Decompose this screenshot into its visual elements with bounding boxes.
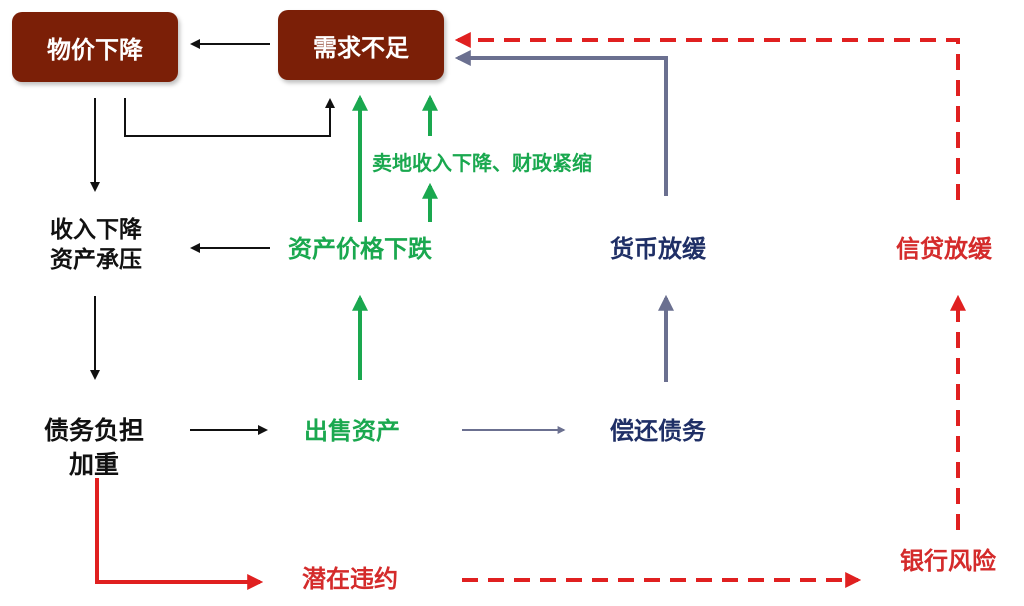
- node-land-fiscal: 卖地收入下降、财政紧缩: [372, 151, 592, 175]
- node-income-pressure: 收入下降 资产承压: [40, 215, 152, 275]
- node-income-pressure-line1: 收入下降: [50, 217, 142, 243]
- arrow-price-to-demand: [124, 98, 335, 137]
- node-bank-risk: 银行风险: [900, 547, 996, 575]
- node-credit-ease: 信贷放缓: [896, 235, 992, 263]
- node-debt-burden-line1: 债务负担: [43, 416, 144, 445]
- node-repay-debt: 偿还债务: [610, 417, 706, 445]
- arrow-monetary-to-demand: [454, 50, 668, 196]
- node-monetary-ease: 货币放缓: [610, 235, 706, 263]
- node-debt-burden: 债务负担 加重: [32, 414, 156, 482]
- node-insufficient-demand: 需求不足: [278, 10, 444, 80]
- node-debt-burden-line2: 加重: [68, 450, 119, 479]
- node-potential-default: 潜在违约: [302, 565, 398, 593]
- node-income-pressure-line2: 资产承压: [50, 247, 142, 273]
- node-sell-assets: 出售资产: [304, 417, 400, 445]
- node-asset-price-drop: 资产价格下跌: [288, 235, 432, 263]
- arrow-credit-to-demand: [454, 32, 960, 200]
- arrow-debt-to-default: [95, 478, 264, 590]
- node-price-decline: 物价下降: [12, 12, 178, 82]
